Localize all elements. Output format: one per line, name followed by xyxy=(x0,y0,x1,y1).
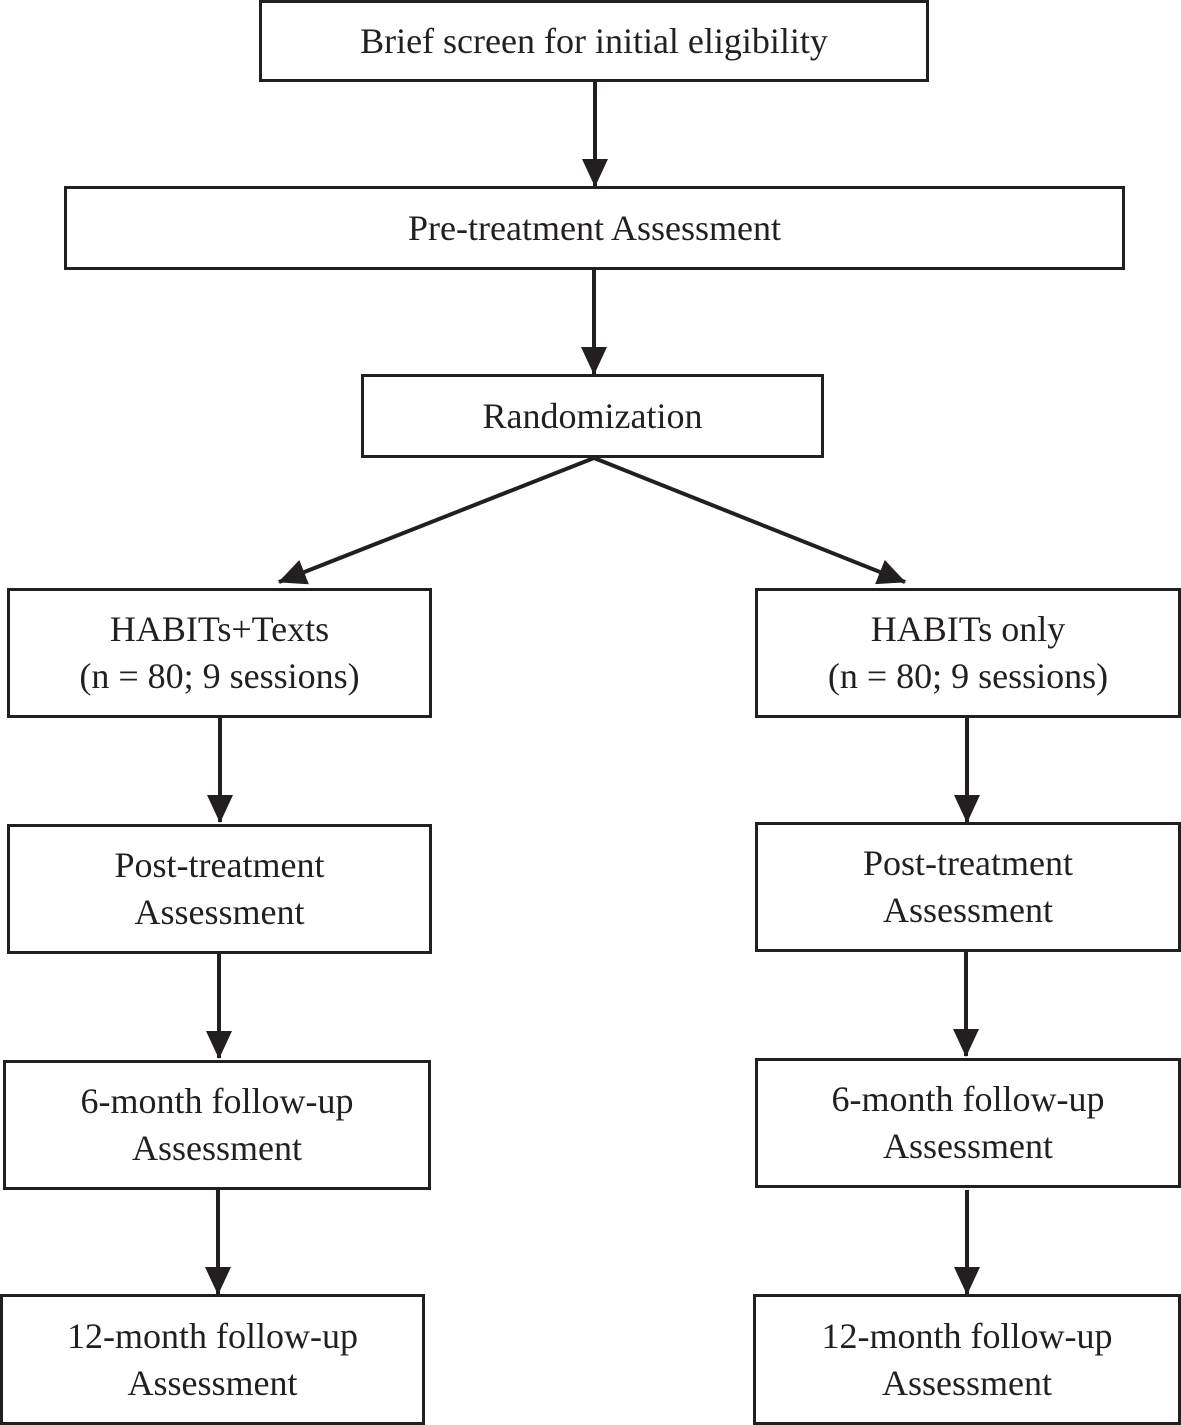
right-twelve-month-line1: 12-month follow-up xyxy=(821,1315,1113,1356)
randomization-box: Randomization xyxy=(361,374,824,458)
left-six-month-line2: Assessment xyxy=(132,1128,302,1168)
arrow-randomization-to-left-arm xyxy=(278,456,595,585)
right-arm-box: HABITs only (n = 80; 9 sessions) xyxy=(755,588,1181,718)
left-post-treatment-line2: Assessment xyxy=(134,892,305,932)
pretreatment-label: Pre-treatment Assessment xyxy=(408,207,781,248)
right-post-treatment-line1: Post-treatment xyxy=(863,843,1073,883)
right-twelve-month-line2: Assessment xyxy=(882,1362,1052,1403)
right-post-treatment-box: Post-treatment Assessment xyxy=(755,822,1181,952)
randomization-label: Randomization xyxy=(482,395,703,436)
left-six-month-line1: 6-month follow-up xyxy=(80,1081,354,1121)
screen-box: Brief screen for initial eligibility xyxy=(259,0,929,82)
right-six-month-box: 6-month follow-up Assessment xyxy=(755,1058,1181,1188)
left-post-treatment-box: Post-treatment Assessment xyxy=(7,824,432,954)
pretreatment-box: Pre-treatment Assessment xyxy=(64,186,1125,270)
left-twelve-month-line2: Assessment xyxy=(127,1362,298,1403)
left-twelve-month-line1: 12-month follow-up xyxy=(67,1315,358,1356)
arrow-randomization-to-right-arm xyxy=(593,456,906,585)
left-post-treatment-line1: Post-treatment xyxy=(114,845,325,885)
right-six-month-line1: 6-month follow-up xyxy=(831,1079,1105,1119)
right-arm-detail: (n = 80; 9 sessions) xyxy=(827,656,1109,696)
right-six-month-line2: Assessment xyxy=(883,1126,1053,1166)
right-post-treatment-line2: Assessment xyxy=(883,890,1053,930)
left-arm-detail: (n = 80; 9 sessions) xyxy=(79,656,360,696)
left-arm-name: HABITs+Texts xyxy=(109,609,330,649)
left-twelve-month-box: 12-month follow-up Assessment xyxy=(0,1294,425,1425)
left-six-month-box: 6-month follow-up Assessment xyxy=(3,1060,431,1190)
screen-label: Brief screen for initial eligibility xyxy=(360,20,828,61)
right-twelve-month-box: 12-month follow-up Assessment xyxy=(753,1294,1181,1425)
left-arm-box: HABITs+Texts (n = 80; 9 sessions) xyxy=(7,588,432,718)
right-arm-name: HABITs only xyxy=(870,609,1066,649)
